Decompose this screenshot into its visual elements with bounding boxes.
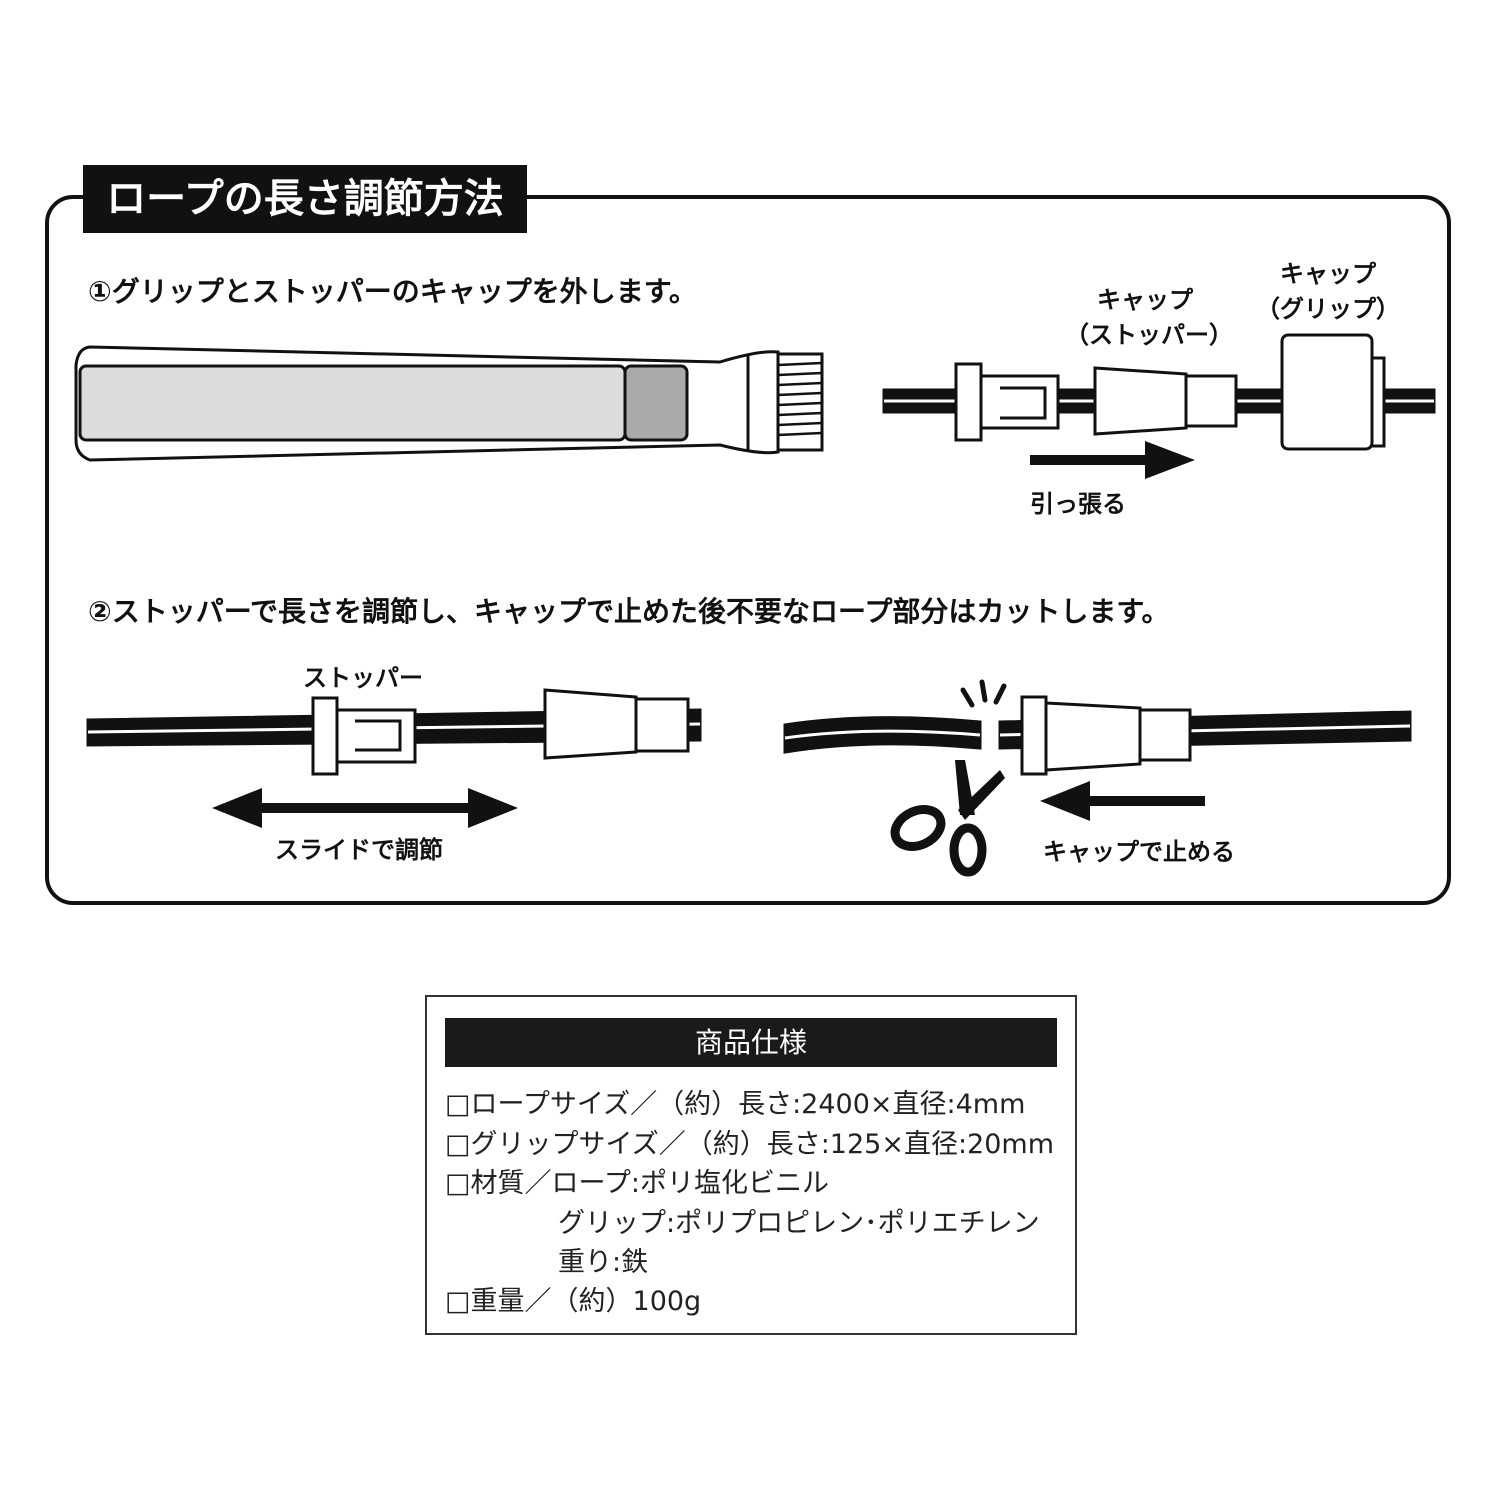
step1-text: ①グリップとストッパーのキャップを外します。	[88, 275, 697, 308]
slide-double-arrow	[212, 788, 518, 828]
spec-line: □重量／（約）100g	[445, 1286, 702, 1317]
cap-stop-arrow	[1040, 781, 1205, 821]
spec-heading: 商品仕様	[445, 1018, 1057, 1067]
label-pull: 引っ張る	[1030, 490, 1126, 518]
spec-line: □ロープサイズ／（約）長さ:2400×直径:4mm	[445, 1089, 1026, 1120]
spec-line: 重り:鉄	[558, 1247, 649, 1278]
rope-step1	[882, 333, 1436, 451]
label-cap-stopper-line1: キャップ	[1097, 286, 1193, 314]
spec-line: グリップ:ポリプロピレン･ポリエチレン	[558, 1208, 1040, 1239]
instructions-panel	[45, 195, 1451, 905]
label-cap-grip-line1: キャップ	[1280, 260, 1376, 288]
spec-box	[425, 995, 1077, 1335]
label-cap-grip-line2: （グリップ）	[1256, 295, 1400, 323]
label-cap-stopper-line2: （ストッパー）	[1065, 321, 1233, 349]
label-cap-stopper: キャップ （ストッパー）	[1065, 280, 1233, 350]
step2-text: ②ストッパーで長さを調節し、キャップで止めた後不要なロープ部分はカットします。	[88, 595, 1170, 628]
panel-title: ロープの長さ調節方法	[83, 165, 527, 233]
label-stopper: ストッパー	[303, 664, 423, 692]
grip-illustration	[74, 345, 824, 462]
rope-step2-right	[783, 695, 1412, 776]
cut-marks-icon	[960, 679, 1007, 708]
rope-step2-left	[86, 688, 702, 776]
pull-arrow	[1030, 441, 1195, 479]
label-cap-grip: キャップ （グリップ）	[1248, 254, 1408, 324]
label-cap-stop: キャップで止める	[1043, 838, 1235, 866]
spec-line: □材質／ロープ:ポリ塩化ビニル	[445, 1168, 829, 1199]
label-slide: スライドで調節	[275, 836, 443, 864]
spec-line: □グリップサイズ／（約）長さ:125×直径:20mm	[445, 1129, 1055, 1160]
scissors-icon	[890, 760, 1005, 877]
